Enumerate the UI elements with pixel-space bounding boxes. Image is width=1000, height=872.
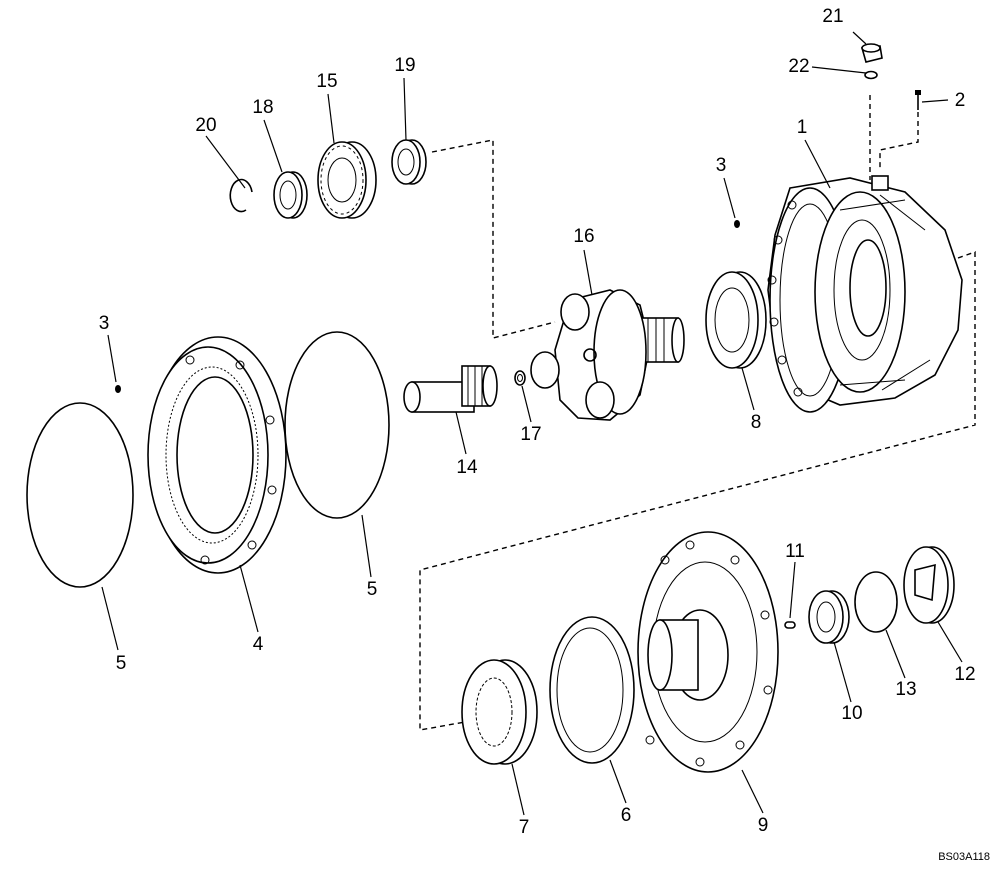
part-16-planet-carrier [530,289,685,421]
callout-6: 6 [621,805,632,826]
part-9-hub [637,531,779,773]
callout-1: 1 [797,117,808,138]
part-1-housing [767,175,963,413]
callout-20: 20 [195,115,216,136]
callout-18: 18 [252,97,273,118]
assembly-centerlines [419,95,976,731]
callout-labels: 21 22 2 1 3 16 19 15 18 20 3 8 17 14 5 5… [99,6,976,838]
part-5-o-ring-left [26,402,134,588]
part-5-o-ring-center [284,331,390,519]
drawing-reference: BS03A118 [938,851,990,863]
callout-15: 15 [316,71,337,92]
callout-14: 14 [456,457,478,478]
part-8-bearing [705,271,767,369]
part-12-cover [903,546,955,624]
callout-13: 13 [895,679,916,700]
callout-19: 19 [394,55,415,76]
part-20-snap-ring [229,178,253,213]
callout-8: 8 [751,412,762,433]
callout-22: 22 [788,56,809,77]
callout-3-upper: 3 [716,155,727,176]
callout-2: 2 [955,90,966,111]
callout-5-center: 5 [367,579,378,600]
callout-5-left: 5 [116,653,127,674]
part-18-bearing [273,171,308,219]
part-21-cap [860,43,883,63]
callout-21: 21 [822,6,843,27]
part-15-planet-gear [317,141,377,219]
callout-9: 9 [758,815,769,836]
callout-11: 11 [785,541,805,562]
part-4-ring-gear [147,336,287,574]
part-7-bearing [461,659,538,765]
part-17-ring [514,370,526,386]
callout-17: 17 [520,424,541,445]
part-13-o-ring [854,571,898,633]
part-11-pin [784,621,796,629]
part-2-screw [915,90,921,110]
part-10-bearing [808,590,850,644]
part-3-plug-left [115,385,121,393]
leader-lines [101,31,963,816]
callout-3-left: 3 [99,313,110,334]
part-19-bearing [391,139,427,185]
callout-4: 4 [253,634,264,655]
callout-7: 7 [519,817,530,838]
part-14-sun-shaft [403,365,498,413]
callout-12: 12 [954,664,975,685]
part-6-seal [549,616,635,764]
callout-10: 10 [841,703,862,724]
part-22-washer [864,70,878,80]
part-3-plug-upper [734,220,740,228]
callout-16: 16 [573,226,594,247]
